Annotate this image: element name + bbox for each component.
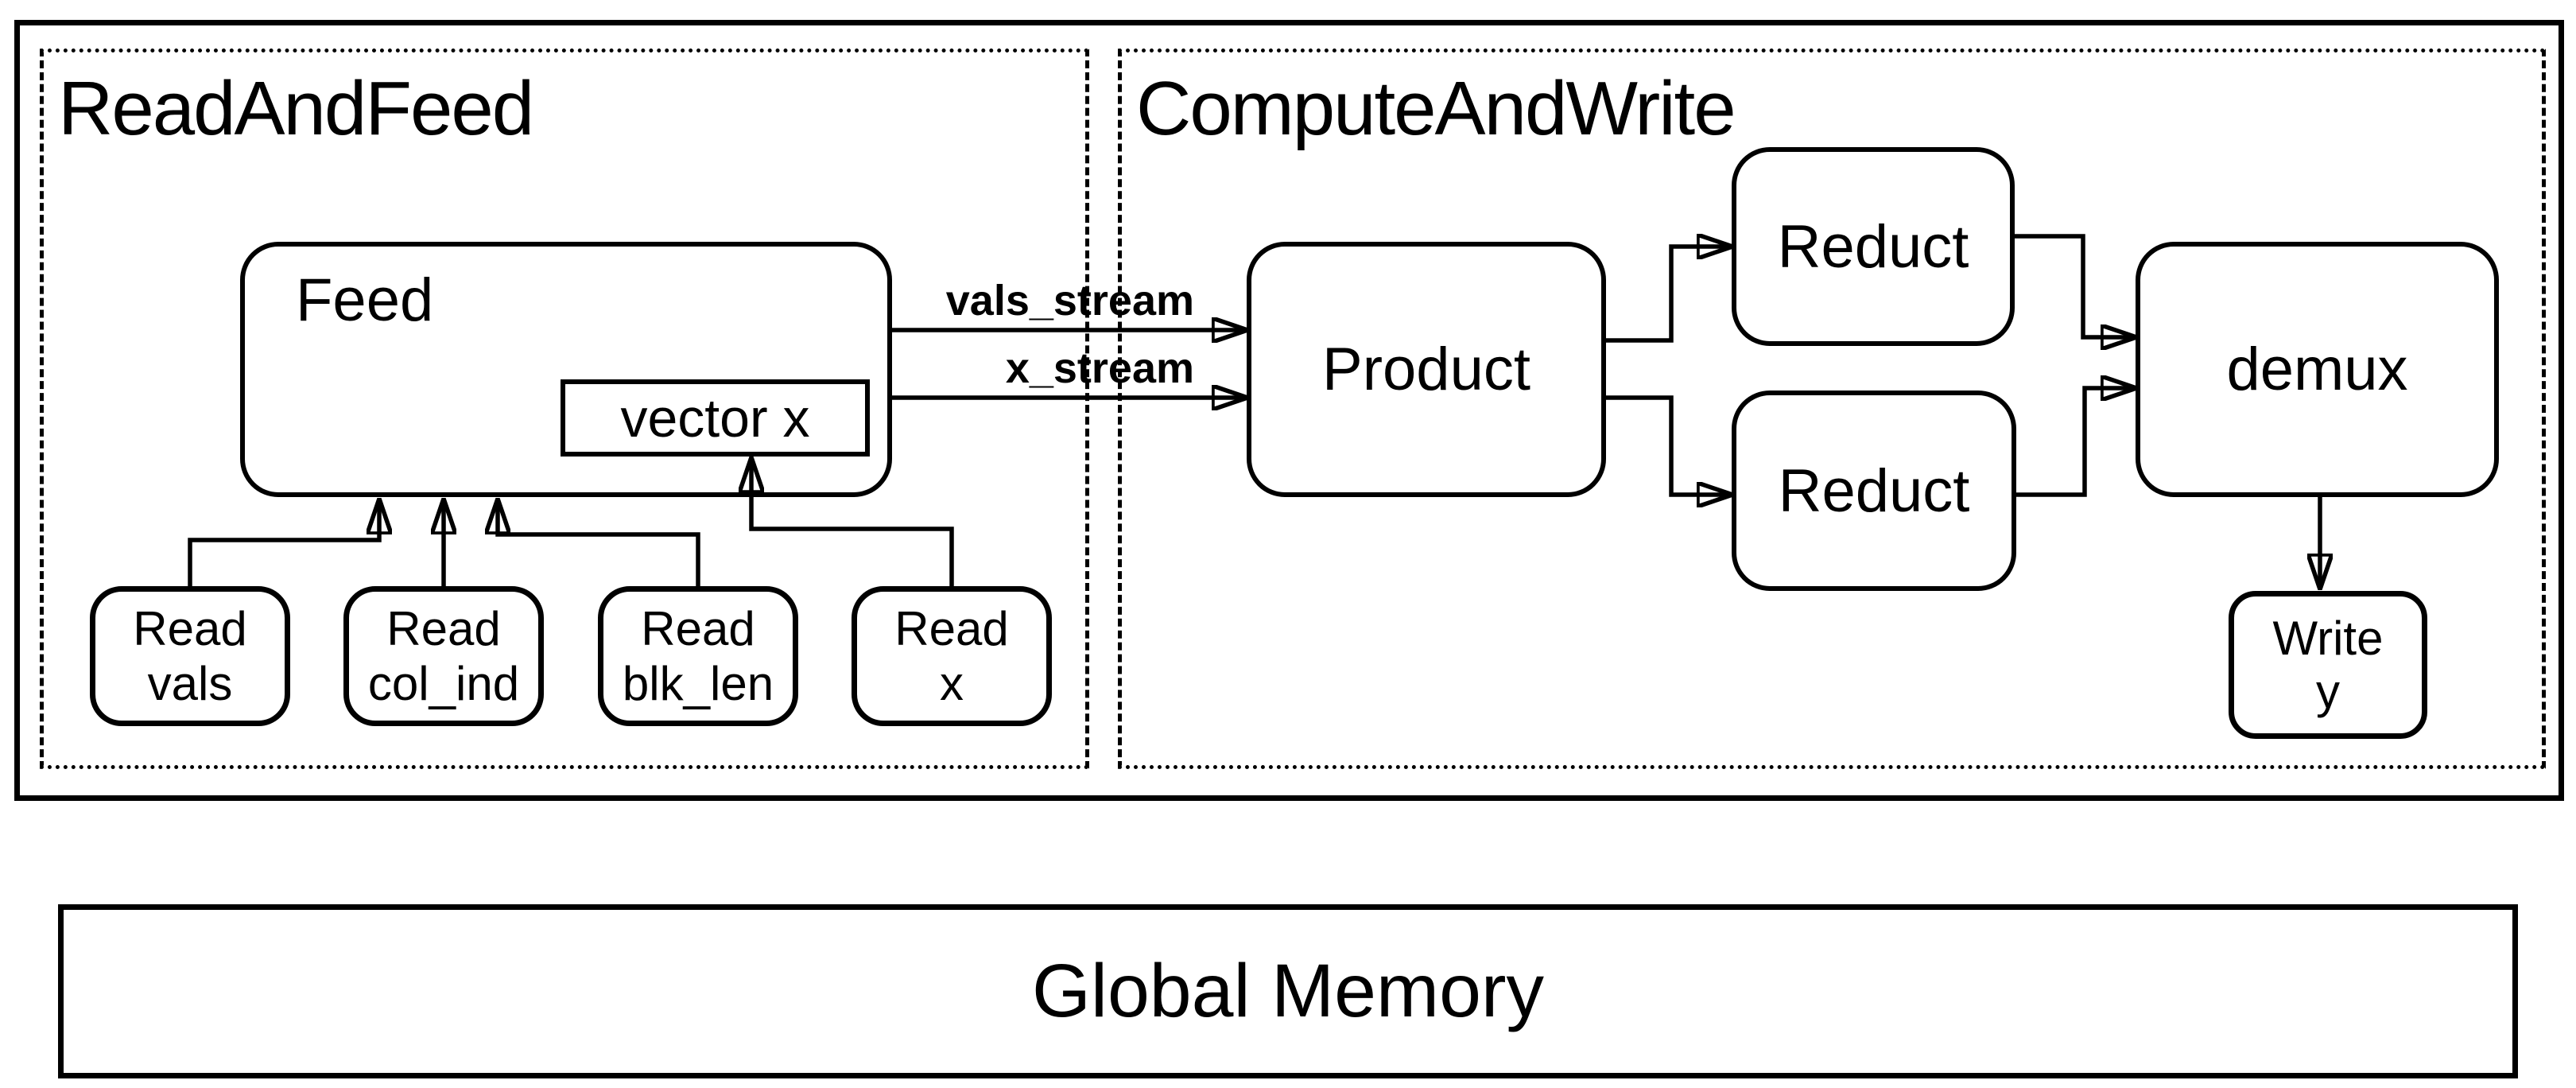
node-reduct-top-label: Reduct <box>1777 212 1969 281</box>
node-read-blk-len-line1: Read <box>641 602 755 655</box>
node-read-vals-line1: Read <box>133 602 247 655</box>
node-read-x: Read x <box>852 586 1052 726</box>
node-write-y-line1: Write <box>2272 611 2384 665</box>
cluster-compute-and-write-label: ComputeAndWrite <box>1136 66 1736 151</box>
node-feed-label: Feed <box>296 266 434 334</box>
node-read-col-ind-line2: col_ind <box>367 657 520 710</box>
node-global-memory: Global Memory <box>58 904 2518 1078</box>
node-demux: demux <box>2136 242 2499 497</box>
node-global-memory-label: Global Memory <box>1031 949 1545 1033</box>
node-write-y: Write y <box>2229 591 2427 739</box>
node-product: Product <box>1247 242 1606 497</box>
node-reduct-top: Reduct <box>1732 147 2015 346</box>
node-read-x-line1: Read <box>894 602 1009 655</box>
cluster-compute-and-write: ComputeAndWrite <box>1118 49 2546 769</box>
node-write-y-line2: y <box>2316 665 2340 718</box>
node-product-label: Product <box>1322 336 1530 403</box>
node-read-col-ind-line1: Read <box>386 602 501 655</box>
node-reduct-bottom: Reduct <box>1732 391 2016 591</box>
edge-label-vals-stream: vals_stream <box>945 277 1194 324</box>
edge-label-x-stream: x_stream <box>1005 344 1194 392</box>
cluster-read-and-feed: ReadAndFeed <box>40 49 1089 769</box>
outer-frame <box>14 20 2564 801</box>
node-read-blk-len-line2: blk_len <box>622 657 774 710</box>
node-demux-label: demux <box>2226 336 2408 403</box>
node-read-x-line2: x <box>940 657 964 710</box>
node-vector-x: vector x <box>561 379 870 457</box>
node-read-col-ind: Read col_ind <box>343 586 544 726</box>
node-vector-x-label: vector x <box>620 387 810 449</box>
node-read-blk-len: Read blk_len <box>598 586 798 726</box>
node-read-vals-line2: vals <box>147 657 233 710</box>
node-reduct-bottom-label: Reduct <box>1778 457 1970 525</box>
cluster-read-and-feed-label: ReadAndFeed <box>58 66 534 151</box>
node-read-vals: Read vals <box>90 586 290 726</box>
node-feed: Feed <box>240 242 892 497</box>
